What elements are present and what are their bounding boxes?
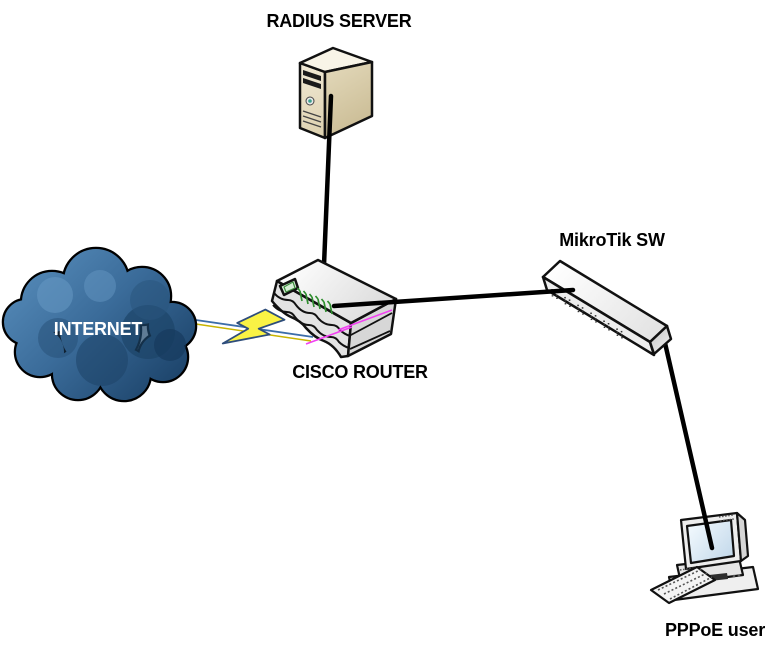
mikrotik-switch-label: MikroTik SW: [559, 230, 665, 250]
mikrotik-switch-icon: [541, 259, 673, 357]
cisco-router-label: CISCO ROUTER: [292, 362, 428, 382]
radius-server-icon: [298, 46, 374, 140]
internet-cloud-icon: [1, 246, 198, 403]
internet-label: INTERNET: [53, 319, 143, 339]
pppoe-user-computer-icon: [649, 511, 760, 605]
pppoe-user-label: PPPoE user: [664, 620, 766, 640]
cable-server-to-router: [321, 93, 334, 268]
cable-switch-to-user: [662, 340, 715, 551]
radius-server-label: RADIUS SERVER: [266, 11, 412, 31]
cisco-router-icon: [270, 258, 398, 359]
cable-router-to-switch: [331, 287, 576, 309]
lightning-bolt-icon: [223, 299, 285, 364]
